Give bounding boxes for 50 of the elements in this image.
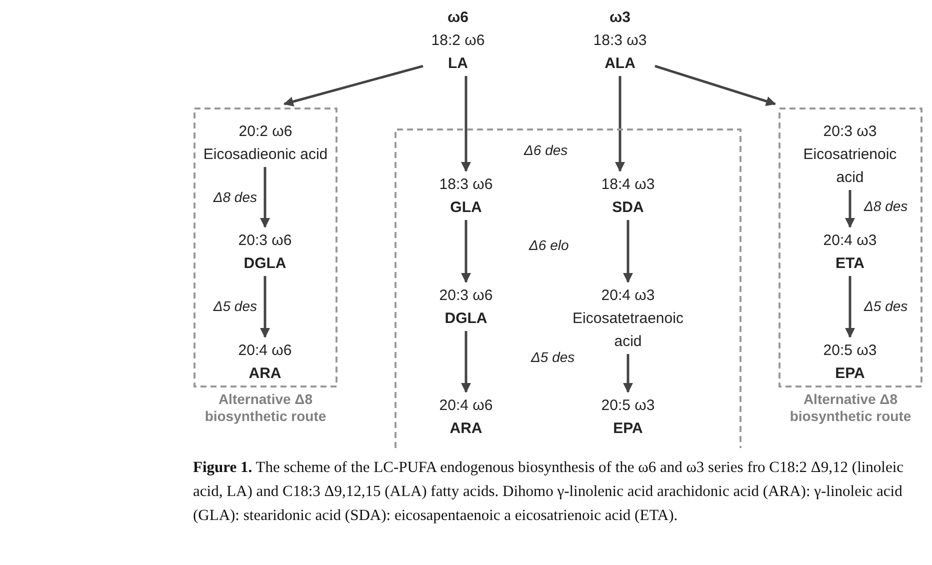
arrow <box>461 76 471 172</box>
enzyme-label: Δ8 des <box>213 188 257 206</box>
acid-formula: 18:2 ω6 <box>430 31 486 51</box>
acid-abbreviation: ETA <box>834 254 866 274</box>
region-heading: Alternative Δ8 biosynthetic route <box>788 391 912 425</box>
arrow <box>623 354 633 393</box>
arrow <box>654 64 776 106</box>
acid-abbreviation: EPA <box>612 419 644 439</box>
acid-abbreviation: ALA <box>604 54 636 74</box>
acid-abbreviation: EPA <box>834 364 866 384</box>
acid-abbreviation: DGLA <box>444 309 488 329</box>
acid-formula: Eicosatrienoic acid <box>802 145 898 188</box>
acid-abbreviation: GLA <box>449 198 483 218</box>
arrow <box>623 220 633 283</box>
acid-formula: 20:5 ω3 <box>600 396 656 416</box>
arrow <box>615 76 625 172</box>
acid-formula: 20:4 ω3 <box>822 231 878 251</box>
enzyme-label: Δ8 des <box>864 197 908 215</box>
arrow <box>461 331 471 393</box>
acid-abbreviation: ARA <box>248 364 282 384</box>
arrow <box>845 190 855 228</box>
region-heading: Alternative Δ8 biosynthetic route <box>204 391 328 425</box>
arrow <box>845 276 855 338</box>
acid-formula: Eicosadieonic acid <box>202 145 329 165</box>
enzyme-label: Δ6 des <box>524 141 568 159</box>
acid-formula: 18:3 ω3 <box>592 31 648 51</box>
acid-abbreviation: LA <box>447 54 469 74</box>
acid-abbreviation: SDA <box>611 198 645 218</box>
acid-formula: 20:5 ω3 <box>822 341 878 361</box>
acid-formula: 20:4 ω6 <box>237 341 293 361</box>
acid-formula: 18:4 ω3 <box>600 175 656 195</box>
arrow <box>260 167 270 228</box>
acid-abbreviation: ω3 <box>608 8 632 28</box>
arrow <box>461 220 471 283</box>
acid-formula: 20:2 ω6 <box>238 122 294 142</box>
arrow <box>260 276 270 338</box>
enzyme-label: Δ5 des <box>864 297 908 315</box>
acid-abbreviation: DGLA <box>242 254 288 274</box>
enzyme-label: Δ6 elo <box>529 236 569 254</box>
arrow <box>283 64 424 106</box>
acid-formula: 20:3 ω6 <box>237 231 293 251</box>
acid-formula: 18:3 ω6 <box>438 175 494 195</box>
acid-formula: 20:4 ω6 <box>438 396 494 416</box>
acid-abbreviation: ω6 <box>446 8 470 28</box>
enzyme-label: Δ5 des <box>213 297 257 315</box>
acid-formula: 20:4 ω3 <box>600 286 656 306</box>
acid-formula: 20:3 ω6 <box>438 286 494 306</box>
acid-formula: 20:3 ω3 <box>822 122 878 142</box>
figure-caption: Figure 1. The scheme of the LC-PUFA endogenous biosynthesis of the ω6 and ω3 series fro C18:2 Δ9,12 (linoleic acid, LA) and C18:3 Δ9,12,15 (ALA) fatty acids. Dihomo γ-linolenic acid arachidonic acid (ARA): γ-linoleic acid (GLA): stearidonic acid (SDA): eicosapentaenoic a eicosatrienoic acid (ETA). <box>193 458 905 526</box>
acid-abbreviation: ARA <box>448 419 484 439</box>
